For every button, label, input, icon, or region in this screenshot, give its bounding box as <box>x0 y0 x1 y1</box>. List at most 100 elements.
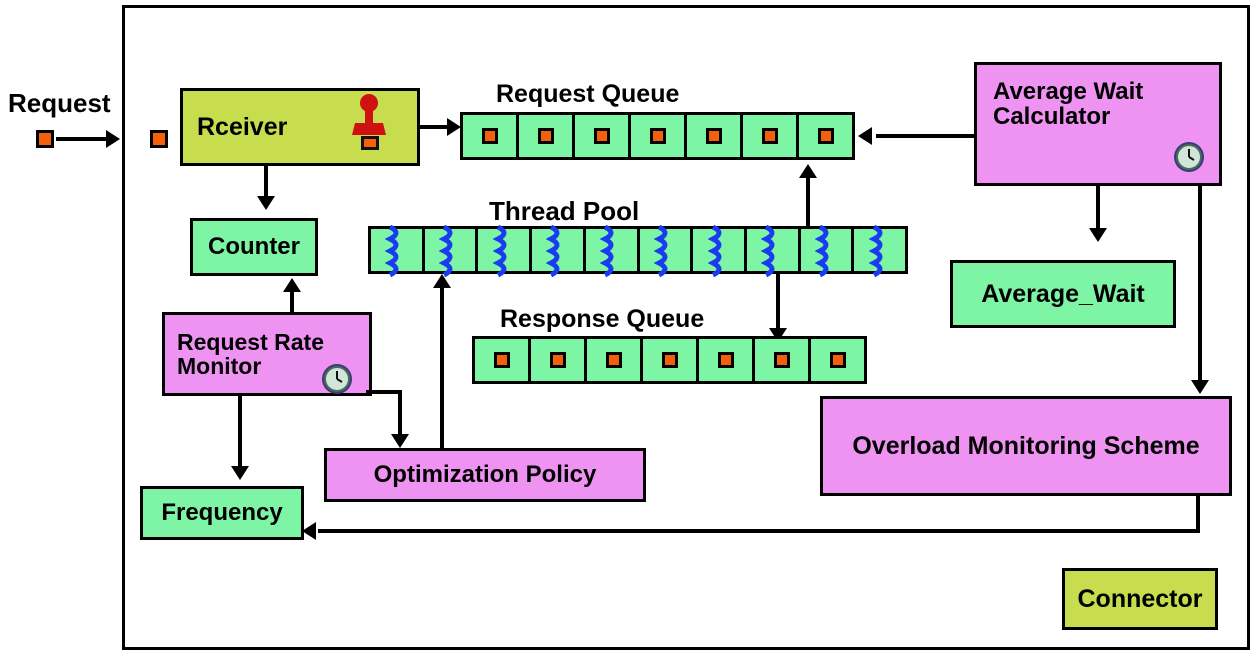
clock-icon <box>1174 142 1204 172</box>
response-token-icon <box>605 352 622 368</box>
threadpool-to-request-queue-arrowhead <box>799 164 817 178</box>
queue-cell <box>531 339 587 381</box>
thread-squiggle-icon <box>439 225 453 278</box>
node-frequency[interactable]: Frequency <box>140 486 304 540</box>
node-optimization-policy-label: Optimization Policy <box>373 461 597 489</box>
thread-pool[interactable] <box>368 225 908 278</box>
thread-cell <box>425 225 479 278</box>
request-token-icon <box>649 128 666 144</box>
clock-icon <box>322 364 352 394</box>
response-token-icon <box>829 352 846 368</box>
node-frequency-label: Frequency <box>161 499 283 527</box>
response-token-icon <box>717 352 734 368</box>
thread-squiggle-icon <box>600 225 614 278</box>
thread-cell <box>640 225 694 278</box>
thread-cell <box>693 225 747 278</box>
request-token-icon <box>593 128 610 144</box>
internal-request-token <box>150 130 168 148</box>
request-token-icon <box>537 128 554 144</box>
node-overload-monitoring-scheme[interactable]: Overload Monitoring Scheme <box>820 396 1232 496</box>
queue-cell <box>519 115 575 157</box>
thread-squiggle-icon <box>814 225 829 278</box>
rrm-to-counter-line <box>290 292 294 314</box>
queue-cell <box>687 115 743 157</box>
queue-cell <box>799 115 852 157</box>
queue-cell <box>743 115 799 157</box>
thread-squiggle-icon <box>546 225 560 278</box>
node-average-wait-calculator-label-line2: Calculator <box>993 103 1111 131</box>
node-average-wait[interactable]: Average_Wait <box>950 260 1176 328</box>
thread-cell <box>854 225 905 278</box>
receiver-to-request-queue-arrowhead <box>447 118 461 136</box>
awc-to-average-wait-line <box>1096 186 1100 234</box>
node-connector[interactable]: Connector <box>1062 568 1218 630</box>
thread-squiggle-icon <box>653 225 668 278</box>
node-counter[interactable]: Counter <box>190 218 318 276</box>
request-queue[interactable] <box>460 112 855 160</box>
rrm-to-optimization-line-v <box>398 390 402 440</box>
response-token-icon <box>493 352 510 368</box>
external-request-line <box>56 137 116 141</box>
rrm-to-optimization-line-h <box>366 390 402 394</box>
awc-to-request-queue-line <box>876 134 976 138</box>
rrm-to-frequency-arrowhead <box>231 466 249 480</box>
thread-squiggle-icon <box>868 225 883 278</box>
thread-cell <box>532 225 586 278</box>
awc-to-request-queue-arrowhead <box>858 127 872 145</box>
thread-squiggle-icon <box>385 225 399 278</box>
receiver-to-counter-line <box>264 166 268 202</box>
node-average-wait-calculator-label-line1: Average Wait <box>993 78 1144 105</box>
response-token-icon <box>549 352 566 368</box>
response-token-icon <box>661 352 678 368</box>
receiver-to-request-queue-line <box>420 125 452 129</box>
thread-cell <box>478 225 533 278</box>
request-label: Request <box>8 88 111 118</box>
node-average-wait-label: Average_Wait <box>981 279 1145 308</box>
threadpool-to-response-queue-line <box>776 274 780 334</box>
request-token-icon <box>761 128 778 144</box>
node-request-rate-monitor-label-line1: Request Rate <box>177 328 324 355</box>
receiver-to-counter-arrowhead <box>257 196 275 210</box>
optimization-to-threadpool-line <box>440 288 444 448</box>
thread-pool-label: Thread Pool <box>489 196 640 226</box>
queue-cell <box>631 115 687 157</box>
rrm-to-frequency-line <box>238 396 242 472</box>
node-request-rate-monitor-label-line2: Monitor <box>177 353 262 379</box>
queue-cell <box>575 115 631 157</box>
awc-to-average-wait-arrowhead <box>1089 228 1107 242</box>
request-token-icon <box>481 128 498 144</box>
queue-cell <box>463 115 519 157</box>
response-queue[interactable] <box>472 336 867 384</box>
overload-to-frequency-arrowhead <box>302 522 316 540</box>
thread-cell <box>747 225 801 278</box>
threadpool-to-request-queue-line <box>806 178 810 228</box>
node-receiver-label: Rceiver <box>197 112 288 141</box>
awc-to-overload-arrowhead <box>1191 380 1209 394</box>
request-token-icon <box>705 128 722 144</box>
rrm-to-counter-arrowhead <box>283 278 301 292</box>
node-optimization-policy[interactable]: Optimization Policy <box>324 448 646 502</box>
node-counter-label: Counter <box>208 233 300 261</box>
thread-cell <box>371 225 425 278</box>
thread-cell <box>801 225 855 278</box>
node-connector-label: Connector <box>1077 584 1203 613</box>
queue-cell <box>811 339 864 381</box>
node-overload-monitoring-scheme-label: Overload Monitoring Scheme <box>852 431 1200 460</box>
overload-to-frequency-line-v <box>1196 495 1200 533</box>
thread-squiggle-icon <box>492 225 507 278</box>
thread-squiggle-icon <box>707 225 721 278</box>
queue-cell <box>643 339 699 381</box>
queue-cell <box>755 339 811 381</box>
response-token-icon <box>773 352 790 368</box>
awc-to-overload-line <box>1198 186 1202 386</box>
queue-cell <box>475 339 531 381</box>
stamp-icon <box>352 94 386 150</box>
overload-to-frequency-line-h <box>318 529 1198 533</box>
rrm-to-optimization-arrowhead <box>391 434 409 448</box>
external-request-arrowhead <box>106 130 120 148</box>
queue-cell <box>699 339 755 381</box>
request-token-icon <box>817 128 834 144</box>
thread-squiggle-icon <box>761 225 775 278</box>
system-boundary <box>122 5 1250 650</box>
